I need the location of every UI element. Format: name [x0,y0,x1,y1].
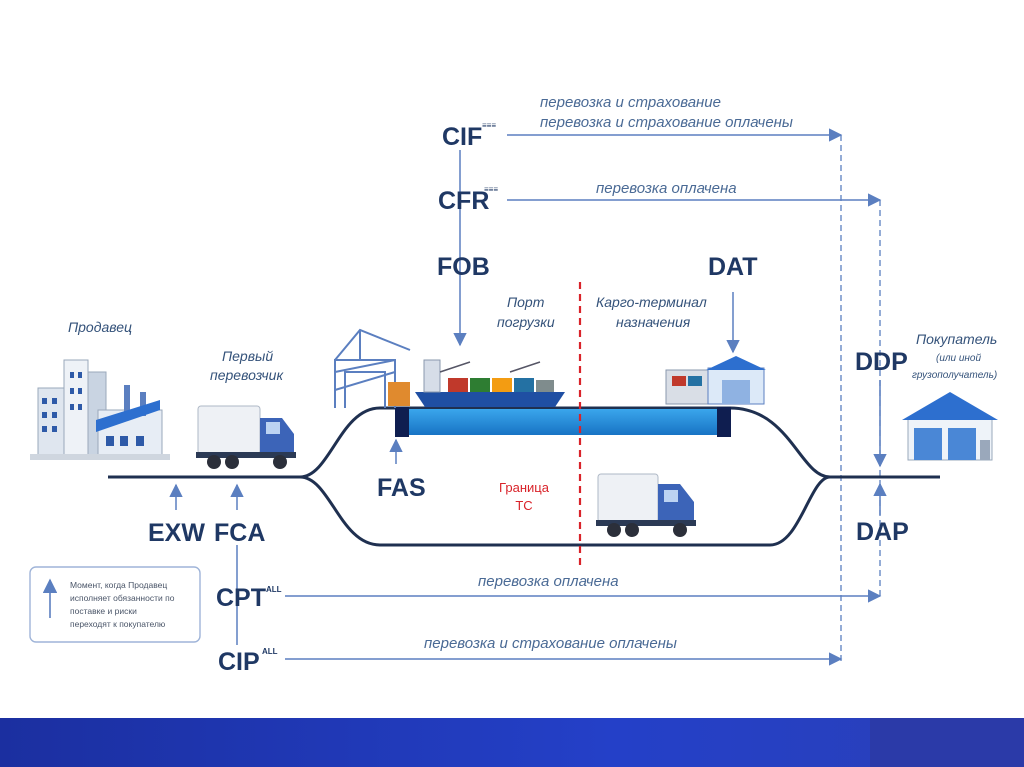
route-label-cip: перевозка и страхование оплачены [424,635,677,652]
label-port-1: Порт [507,294,545,310]
label-buyer-sub-2: грузополучатель) [912,370,997,381]
term-fob: FOB [437,253,490,281]
term-cpt: CPT [216,584,266,612]
label-seller: Продавец [68,319,132,335]
cargo-terminal-icon [665,356,766,405]
label-terminal-2: назначения [616,314,691,330]
route-label-cif-2: перевозка и страхование оплачены [540,114,793,131]
label-first-carrier-1: Первый [222,348,273,364]
term-dat: DAT [708,253,758,281]
term-cip-sup: ALL [262,647,278,656]
truck-icon [196,405,296,469]
footer-band [0,718,1024,767]
legend-line-2: исполняет обязанности по [70,593,175,603]
legend-line-4: переходят к покупателю [70,619,166,629]
sea-route [395,409,731,435]
term-cfr-sup: ≡≡≡ [484,185,498,194]
term-ddp: DDP [855,348,908,376]
legend-box [29,566,201,643]
term-cfr: CFR [438,187,489,215]
legend-line-1: Момент, когда Продавец [70,580,167,590]
term-cpt-sup: ALL [266,585,282,594]
route-label-cpt: перевозка оплачена [478,573,619,590]
ship-icon [415,359,565,407]
label-port-2: погрузки [497,314,555,330]
route-label-cfr: перевозка оплачена [596,180,737,197]
truck-lower-icon [596,473,696,537]
border-label-2: ТС [515,498,532,513]
route-label-cif-1: перевозка и страхование [540,94,721,111]
term-cip: CIP [218,648,260,676]
border-label-bg [484,478,564,516]
diagram-canvas: CIF ≡≡≡ CFR ≡≡≡ FOB DAT FAS EXW FCA CPT … [29,94,998,676]
label-buyer-sub-1: (или иной [936,353,981,364]
term-dap: DAP [856,518,909,546]
term-cif-sup: ≡≡≡ [482,121,496,130]
container-stack [388,382,410,406]
label-terminal-1: Карго-терминал [596,294,707,310]
border-label-1: Граница [499,480,550,495]
legend-line-3: поставке и риски [70,606,137,616]
quay-left [395,407,409,437]
quay-right [717,407,731,437]
seller-factory-icon [30,359,170,460]
buyer-warehouse-icon [902,392,998,461]
term-fas: FAS [377,474,426,502]
footer-band-right [870,718,1024,767]
label-first-carrier-2: перевозчик [210,367,284,383]
term-cif: CIF [442,123,482,151]
term-fca: FCA [214,519,265,547]
term-exw: EXW [148,519,205,547]
label-buyer: Покупатель [916,331,997,347]
